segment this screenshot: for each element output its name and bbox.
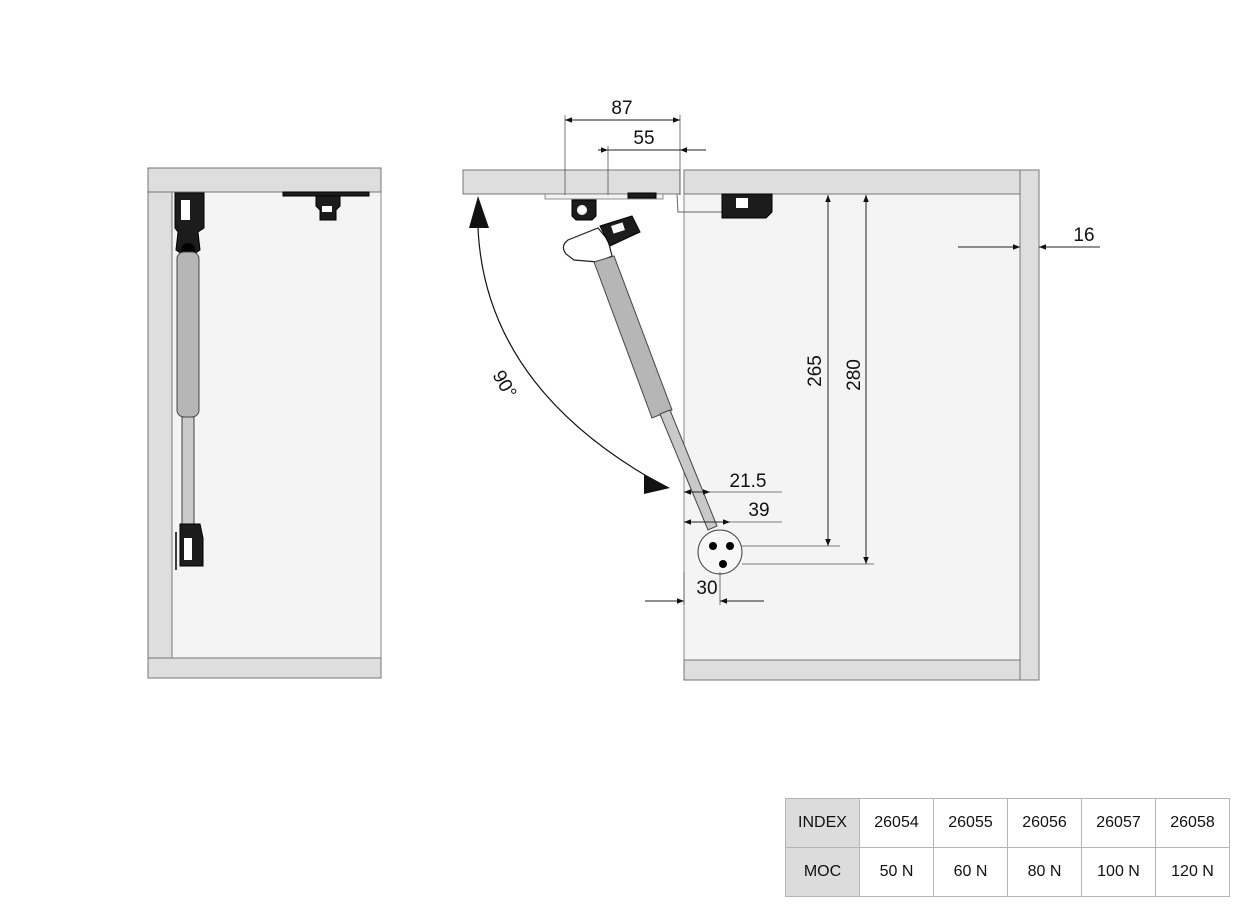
force-header: MOC [785,847,860,897]
force-cell: 120 N [1155,847,1230,897]
left-cabinet-side-panel [147,191,173,659]
left-strut-rod [181,416,195,526]
dimension-16-label: 16 [1073,225,1094,246]
table-row: INDEX 26054 26055 26056 26057 26058 [785,798,1230,848]
table-row: MOC 50 N 60 N 80 N 100 N 120 N [785,847,1230,897]
dimension-30-label: 30 [696,578,717,599]
dimension-39-label: 39 [748,500,769,521]
dimension-87: 87 [564,98,681,195]
dimension-55: 55 [598,128,706,195]
dimension-39: 39 [684,500,782,525]
left-cabinet [147,167,382,679]
right-top-fitting [721,193,773,219]
dimension-21-5-label: 21.5 [730,471,767,492]
index-cell: 26057 [1081,798,1156,848]
left-upper-mechanism [174,192,205,259]
opened-flap [462,169,681,200]
force-cell: 50 N [859,847,934,897]
right-cabinet [676,169,1040,681]
dimension-55-label: 55 [633,128,654,149]
dimension-16: 16 [958,225,1100,250]
right-cabinet-side-panel [1019,169,1040,681]
index-header: INDEX [785,798,860,848]
left-cabinet-top-panel [147,167,382,193]
right-lower-mount [697,529,743,575]
angle-90-label: 90° [488,367,521,402]
right-strut-assembly [562,199,743,575]
dimension-280-label: 280 [844,359,865,391]
right-cabinet-interior [683,169,1040,681]
index-cell: 26056 [1007,798,1082,848]
force-cell: 80 N [1007,847,1082,897]
index-cell: 26058 [1155,798,1230,848]
dimension-280: 280 [742,195,874,565]
left-lower-mount [175,523,204,570]
right-cabinet-bottom-panel [683,659,1021,681]
force-cell: 100 N [1081,847,1156,897]
left-hinge-bracket [282,191,370,221]
dimension-87-label: 87 [611,98,632,119]
dimension-265-label: 265 [805,355,826,387]
left-strut-cylinder [176,251,200,418]
right-strut-cylinder [593,255,673,419]
dimension-21-5: 21.5 [684,471,782,495]
force-cell: 60 N [933,847,1008,897]
index-cell: 26055 [933,798,1008,848]
right-cabinet-top-panel [683,169,1021,195]
left-cabinet-bottom-panel [147,657,382,679]
index-cell: 26054 [859,798,934,848]
right-upper-bracket [562,199,641,263]
spec-table: INDEX 26054 26055 26056 26057 26058 MOC … [785,798,1230,897]
flap-panel [462,169,681,195]
dimension-30: 30 [645,572,764,605]
dimension-265: 265 [742,195,840,547]
